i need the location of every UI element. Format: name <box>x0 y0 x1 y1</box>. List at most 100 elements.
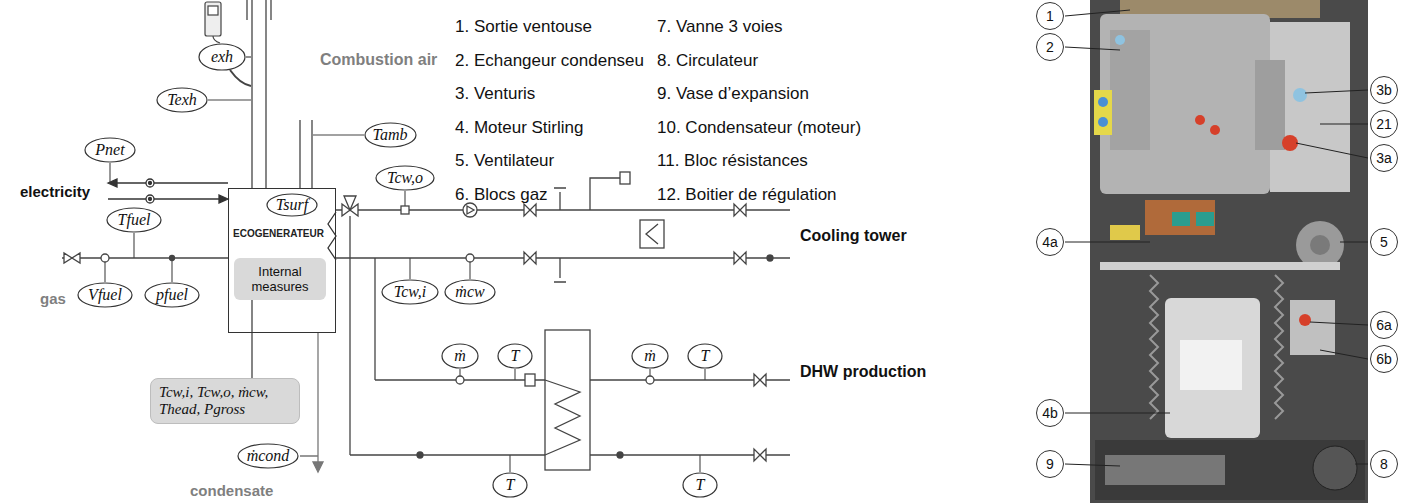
node-text: Tcw,o <box>387 169 423 187</box>
node-text: 3b <box>1376 82 1392 98</box>
node-text: 8 <box>1380 456 1388 472</box>
ellipse-outline <box>376 166 434 190</box>
ellipse-outline <box>238 444 298 468</box>
node-text: 9 <box>1046 456 1054 472</box>
ellipse-outline <box>267 194 317 216</box>
ellipse-outline <box>145 283 199 307</box>
dhw-circuit <box>374 258 375 380</box>
node-text: ECOGENERATEUR <box>233 228 324 239</box>
node-text: Tfuel <box>118 211 151 229</box>
unit-photo <box>1293 88 1307 102</box>
air-intake-pipe <box>300 120 312 188</box>
node-text: pfuel <box>156 286 188 304</box>
node-text: Tcw,i <box>394 283 426 301</box>
cooling-circuit <box>467 206 474 214</box>
callout-number: 1 <box>1036 2 1064 30</box>
condensate-drain <box>313 462 323 472</box>
cooling-circuit <box>767 255 773 261</box>
callout-leader <box>1065 10 1368 466</box>
dhw-circuit <box>350 216 790 470</box>
flue-gas-analyser <box>213 36 220 43</box>
dhw-circuit <box>456 376 464 384</box>
legend-list-item: 4. Moteur Stirling <box>455 118 584 138</box>
legend-list-item: 7. Vanne 3 voies <box>657 17 782 37</box>
node-text: 6b <box>1376 351 1392 367</box>
sensor-ellipse: Tcw,i <box>381 279 439 305</box>
callout-number: 9 <box>1036 450 1064 478</box>
sensor-ellipse: Vfuel <box>77 282 133 308</box>
ellipse-outline <box>382 280 438 304</box>
measures-list-box: Tcw,i, Tcw,o, ṁcw, Thead, Pgross <box>150 378 300 424</box>
node-text: 21 <box>1376 116 1392 132</box>
exhaust-pipe <box>251 0 252 188</box>
node-text: 4a <box>1042 234 1058 250</box>
dhw-circuit <box>545 330 590 470</box>
flow-label: condensate <box>190 482 273 499</box>
gas-line <box>101 254 109 262</box>
flow-label: electricity <box>20 183 90 200</box>
dhw-circuit <box>646 376 654 384</box>
legend-list-item: 3. Venturis <box>455 84 535 104</box>
unit-photo <box>1150 275 1158 419</box>
cooling-circuit <box>590 178 620 210</box>
cooling-circuit <box>463 203 477 217</box>
node-text: Internal measures <box>238 264 322 294</box>
ellipse-outline <box>442 344 478 368</box>
unit-photo <box>1180 340 1242 390</box>
electricity-line <box>219 195 228 203</box>
cooling-circuit <box>740 204 746 216</box>
unit-photo <box>1310 235 1330 255</box>
node-text: ṁ <box>644 347 656 365</box>
sensor-leader <box>105 100 705 472</box>
cooling-circuit <box>466 254 474 262</box>
sensor-ellipse: T <box>492 472 528 498</box>
flue-gas-analyser <box>208 6 218 15</box>
electricity-line <box>108 198 221 199</box>
cooling-circuit <box>401 206 409 214</box>
flow-label: DHW production <box>800 363 926 381</box>
unit-photo <box>1210 125 1220 135</box>
sensor-ellipse: Pnet <box>84 137 136 163</box>
electricity-line <box>146 179 154 187</box>
node-text: 2 <box>1046 39 1054 55</box>
sensor-ellipse: Texh <box>156 87 208 113</box>
callout-leader <box>1320 350 1368 359</box>
sensor-ellipse: Tfuel <box>106 207 162 233</box>
gas-line <box>62 253 228 263</box>
callout-leader <box>1340 242 1368 243</box>
air-intake-pipe <box>299 120 300 188</box>
node-text: ṁcond <box>247 447 290 465</box>
unit-photo <box>1098 97 1108 107</box>
heat-exchanger-symbol <box>328 212 336 260</box>
callout-leader <box>1320 124 1368 125</box>
sensor-leader <box>514 369 515 380</box>
node-text: 6a <box>1376 317 1392 333</box>
unit-photo <box>1290 300 1335 355</box>
sensor-ellipse: pfuel <box>144 282 200 308</box>
unit-photo <box>1165 298 1260 438</box>
callout-leader <box>1355 464 1368 465</box>
legend-list-item: 12. Boitier de régulation <box>657 185 837 205</box>
dhw-circuit <box>525 374 535 386</box>
connector-line <box>251 300 252 378</box>
sensor-ellipse: ṁcond <box>237 443 299 469</box>
exhaust-pipe <box>246 0 247 20</box>
sensor-leader <box>109 163 110 183</box>
node-text: T <box>511 347 520 365</box>
gas-line <box>72 253 80 263</box>
callout-leader <box>1065 464 1120 466</box>
sensor-ellipse: ṁ <box>631 343 669 369</box>
dhw-circuit <box>545 380 580 455</box>
sensor-leader <box>171 258 172 282</box>
unit-photo <box>1296 221 1344 269</box>
node-text: 5 <box>1380 234 1388 250</box>
node-text: 4b <box>1042 405 1058 421</box>
legend-list-item: 5. Ventilateur <box>455 151 554 171</box>
node-text: Tsurf <box>276 196 308 214</box>
legend-list-item: 8. Circulateur <box>657 51 758 71</box>
callout-leader <box>1305 90 1368 93</box>
cooling-circuit <box>640 220 664 248</box>
